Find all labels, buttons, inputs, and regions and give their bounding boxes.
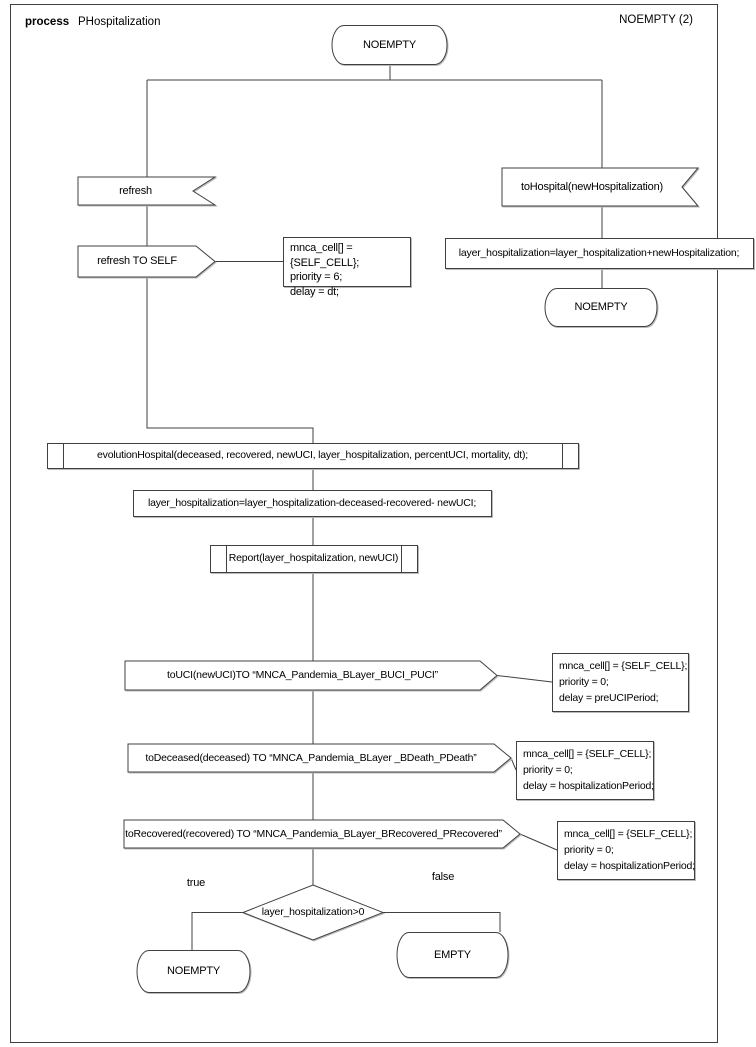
todeceased-params-comment-box[interactable] [516,741,654,800]
tohospital-input-signal-shape[interactable] [501,167,700,207]
torecovered-params-text: mnca_cell[] = {SELF_CELL}; priority = 0;… [564,828,695,872]
comment-connector [519,833,558,851]
torecovered-output-signal-shape[interactable] [123,819,521,849]
refresh-params-text: mnca_cell[] = {SELF_CELL}; priority = 6;… [290,242,360,298]
page-frame [10,4,718,1043]
connector-lines [146,65,603,950]
true-state-label: NOEMPTY [167,965,220,977]
todeceased-output-label: toDeceased(deceased) TO “MNCA_Pandemia_B… [145,751,477,764]
todeceased-output-signal-shape[interactable] [127,743,512,773]
hospital-state-label: NOEMPTY [574,301,628,313]
comment-connector [510,757,517,771]
refresh-params-comment-box[interactable] [283,237,411,287]
touci-output-signal-shape[interactable] [124,660,498,691]
start-state-label: NOEMPTY [363,38,416,51]
torecovered-output-label: toRecovered(recovered) TO “MNCA_Pandemia… [125,827,502,840]
report-call-label: Report(layer_hospitalization, newUCI) [228,552,399,564]
touci-output-label: toUCI(newUCI)TO “MNCA_Pandemia_BLayer_BU… [167,669,438,681]
hospital-state-shape[interactable] [544,288,658,327]
start-state-shape[interactable] [331,25,448,65]
comment-connector [496,675,553,683]
false-branch-label: false [431,871,455,883]
true-branch-label: true [186,877,206,889]
decision-label: layer_hospitalization>0 [261,906,365,918]
todeceased-params-text: mnca_cell[] = {SELF_CELL}; priority = 0;… [523,748,654,792]
page-reference-label: NOEMPTY (2) [619,14,693,26]
hospital-add-task-label: layer_hospitalization=layer_hospitalizat… [458,246,740,259]
refresh-output-signal-shape[interactable] [77,245,216,278]
evolution-procedure-box[interactable] [47,443,579,469]
false-state-shape[interactable] [396,932,509,978]
touci-params-text: mnca_cell[] = {SELF_CELL}; priority = 0;… [559,660,688,704]
refresh-input-signal-shape[interactable] [77,176,217,206]
evolution-call-label: evolutionHospital(deceased, recovered, n… [97,449,528,461]
tohospital-input-label: toHospital(newHospitalization) [521,180,663,193]
false-state-label: EMPTY [434,948,471,961]
evolution-procedure-sidebars [63,443,563,469]
touci-params-comment-box[interactable] [552,653,689,712]
refresh-output-label: refresh TO SELF [97,255,177,267]
true-branch-connector [191,912,243,950]
process-name-label: PHospitalization [78,16,161,28]
diagram-kind-label: process [25,16,70,28]
decision-diamond-shape[interactable] [241,884,385,941]
hospital-update-task-box[interactable] [133,490,492,517]
connector [146,277,314,443]
hospital-add-task-box[interactable] [445,238,754,269]
report-procedure-sidebars [226,545,402,573]
hospital-update-task-label: layer_hospitalization=layer_hospitalizat… [147,496,477,509]
false-branch-connector [383,912,501,932]
true-state-shape[interactable] [136,950,251,993]
refresh-input-label: refresh [119,184,152,197]
report-procedure-box[interactable] [210,545,418,573]
torecovered-params-comment-box[interactable] [557,821,695,880]
